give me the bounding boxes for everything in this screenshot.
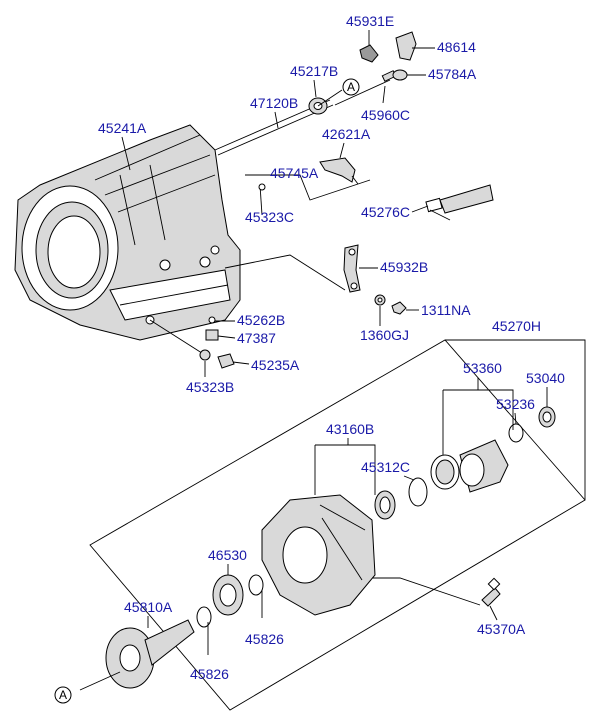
label-45960C: 45960C bbox=[361, 107, 410, 123]
bearing-46530 bbox=[212, 574, 244, 616]
label-45312C: 45312C bbox=[361, 459, 410, 475]
label-45276C: 45276C bbox=[361, 204, 410, 220]
sealant-45276C bbox=[425, 184, 494, 221]
label-45270H: 45270H bbox=[492, 318, 541, 334]
bushing-45784A bbox=[392, 69, 408, 81]
label-1311NA: 1311NA bbox=[421, 302, 471, 318]
label-45323C: 45323C bbox=[245, 209, 294, 225]
tube-45745A bbox=[245, 174, 371, 201]
label-53360: 53360 bbox=[463, 360, 502, 376]
label-45932B: 45932B bbox=[380, 259, 428, 275]
label-42621A: 42621A bbox=[322, 126, 371, 142]
ring-45826-lower bbox=[196, 606, 212, 628]
label-53236: 53236 bbox=[496, 396, 535, 412]
label-47120B: 47120B bbox=[250, 95, 298, 111]
label-45323B: 45323B bbox=[186, 379, 234, 395]
label-1360GJ: 1360GJ bbox=[360, 327, 409, 343]
lever-48614 bbox=[395, 31, 417, 61]
label-45262B: 45262B bbox=[237, 312, 285, 328]
seal-45262B bbox=[208, 316, 216, 324]
ring-45826-upper bbox=[248, 574, 264, 596]
label-45235A: 45235A bbox=[251, 357, 300, 373]
reference-circle-top bbox=[342, 78, 360, 96]
label-45217B: 45217B bbox=[290, 63, 338, 79]
transmission-case bbox=[14, 124, 241, 341]
nut-53040 bbox=[538, 406, 556, 428]
housing-43160B bbox=[261, 494, 376, 616]
label-53040: 53040 bbox=[526, 370, 565, 386]
label-47387: 47387 bbox=[237, 330, 276, 346]
label-46530: 46530 bbox=[208, 547, 247, 563]
clip-45931E bbox=[359, 44, 379, 63]
shaft-45810A bbox=[105, 619, 195, 689]
label-48614: 48614 bbox=[437, 39, 476, 55]
label-43160B: 43160B bbox=[326, 421, 374, 437]
label-45826-upper: 45826 bbox=[245, 631, 284, 647]
seal-53236 bbox=[508, 423, 524, 443]
seal-45312C bbox=[408, 477, 428, 507]
label-45784A: 45784A bbox=[428, 66, 477, 82]
reference-circle-bottom bbox=[54, 686, 72, 704]
label-45931E: 45931E bbox=[346, 13, 394, 29]
ref-a-bottom: A bbox=[59, 688, 67, 702]
label-45826-lower: 45826 bbox=[190, 666, 229, 682]
sensor-42621A bbox=[319, 157, 359, 185]
label-45745A: 45745A bbox=[270, 165, 319, 181]
label-45370A: 45370A bbox=[477, 621, 526, 637]
lever-45932B bbox=[343, 244, 361, 293]
ref-a-top: A bbox=[347, 80, 355, 94]
plug-47387 bbox=[205, 329, 219, 341]
nut-1311NA bbox=[391, 301, 407, 315]
label-45810A: 45810A bbox=[124, 599, 173, 615]
plug-45235A bbox=[217, 353, 235, 369]
flange-53360 bbox=[430, 439, 509, 493]
label-45241A: 45241A bbox=[98, 120, 147, 136]
bolt-45370A bbox=[481, 577, 501, 607]
rod-45960C bbox=[334, 79, 391, 106]
washer-45323B bbox=[199, 349, 211, 361]
